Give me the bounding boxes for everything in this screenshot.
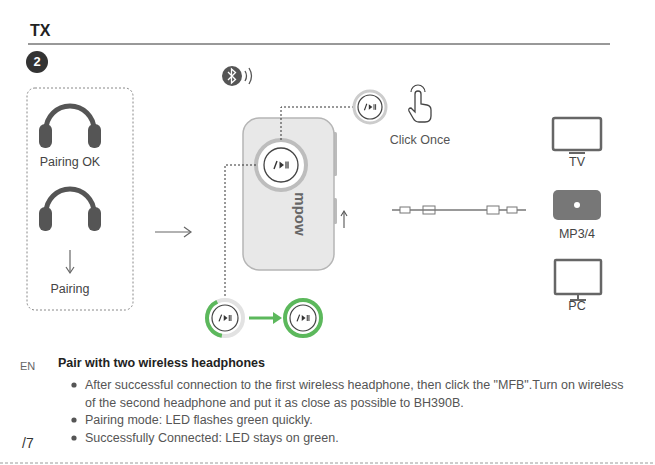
device-node: PC <box>548 256 606 314</box>
green-arrow <box>249 312 282 324</box>
right-arrow <box>155 227 191 237</box>
instruction-step: Successfully Connected: LED stays on gre… <box>85 429 635 447</box>
pc-icon <box>555 260 601 300</box>
headphone-icon <box>39 106 101 148</box>
node-label: PC <box>528 299 626 314</box>
node-label: Pairing <box>17 282 123 297</box>
device-node: Pairing <box>37 195 103 297</box>
action-label: Click Once <box>385 131 455 149</box>
page-edge <box>0 463 655 464</box>
leader-line <box>281 107 354 140</box>
language-code: EN <box>20 357 35 375</box>
transmitter-device <box>243 118 337 270</box>
led-solid <box>285 300 321 336</box>
step-number: 2 <box>26 53 48 71</box>
device-node: Pairing OK <box>37 108 103 170</box>
down-arrow <box>66 250 74 273</box>
device-node: MP3/4 <box>548 186 606 242</box>
bullet <box>71 382 76 387</box>
instruction-step: After successful connection to the first… <box>85 376 635 412</box>
button-callout <box>354 91 386 123</box>
headphone-icon <box>39 189 101 231</box>
leader-line <box>225 165 256 300</box>
bullet <box>71 417 76 422</box>
section-title: TX <box>30 22 50 40</box>
page-number: /7 <box>22 434 34 452</box>
headphone-group <box>27 88 133 310</box>
aux-cable <box>392 206 526 214</box>
bullet <box>71 435 76 440</box>
device-node: TV <box>548 114 606 170</box>
led-flashing <box>204 297 246 339</box>
mp3-icon <box>553 190 601 220</box>
node-label: Pairing OK <box>17 155 123 170</box>
hand-icon <box>409 85 431 122</box>
tv-icon <box>553 118 601 153</box>
step-badge <box>26 51 48 73</box>
brand-logo: mpow <box>291 184 309 244</box>
bluetooth-icon <box>222 66 252 86</box>
header-rule <box>28 44 610 45</box>
instruction-step: Pairing mode: LED flashes green quickly. <box>85 411 635 429</box>
instruction-heading: Pair with two wireless headphones <box>58 354 265 372</box>
node-label: TV <box>528 155 626 170</box>
node-label: MP3/4 <box>528 227 626 242</box>
up-arrow <box>341 211 347 228</box>
